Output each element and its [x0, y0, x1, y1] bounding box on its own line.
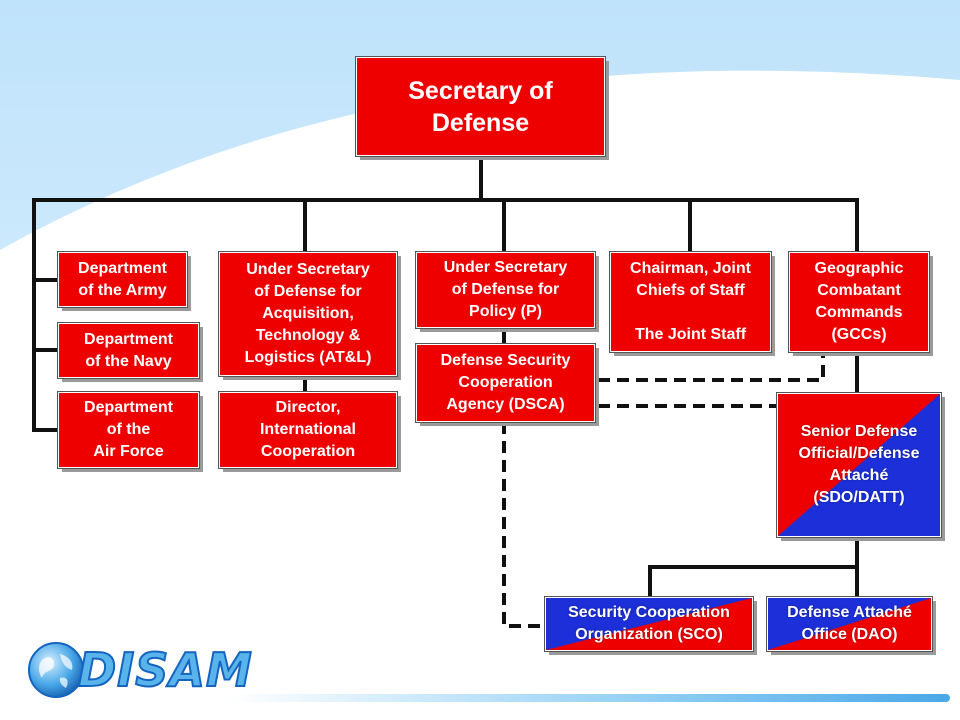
- secdef-line-2: Defense: [431, 108, 530, 137]
- cjcs-line-4: The Joint Staff: [634, 326, 747, 343]
- box-dao: Defense Attaché Office (DAO): [766, 596, 933, 652]
- sdo-line-3: Attaché: [829, 467, 889, 484]
- gcc-line-2: Combatant: [817, 282, 901, 299]
- footer-bar: [230, 694, 950, 702]
- sdo-line-2: Official/Defense: [798, 445, 920, 462]
- gcc-line-4: (GCCs): [831, 326, 887, 343]
- globe-icon: [28, 642, 84, 698]
- box-dsca: Defense Security Cooperation Agency (DSC…: [415, 343, 596, 423]
- sco-line-2: Organization (SCO): [575, 626, 723, 643]
- navy-line-2: of the Navy: [85, 352, 172, 370]
- airforce-line-3: Air Force: [93, 443, 164, 460]
- sco-line-1: Security Cooperation: [568, 604, 730, 621]
- policy-line-3: Policy (P): [469, 303, 542, 320]
- box-usd-atl: Under Secretary of Defense for Acquisiti…: [218, 251, 398, 377]
- gcc-line-1: Geographic: [814, 260, 904, 277]
- box-sdo-datt: Senior Defense Official/Defense Attaché …: [776, 392, 942, 538]
- atl-line-1: Under Secretary: [246, 261, 370, 278]
- dsca-line-2: Cooperation: [458, 374, 553, 391]
- box-gccs: Geographic Combatant Commands (GCCs): [788, 251, 930, 353]
- dic-line-3: Cooperation: [260, 443, 356, 460]
- box-cjcs: Chairman, Joint Chiefs of Staff The Join…: [609, 251, 772, 353]
- dic-line-1: Director,: [275, 399, 341, 416]
- airforce-line-2: of the: [106, 421, 151, 438]
- dsca-line-3: Agency (DSCA): [446, 396, 565, 413]
- secdef-line-1: Secretary of: [408, 76, 553, 105]
- policy-line-2: of Defense for: [451, 281, 560, 298]
- gcc-line-3: Commands: [815, 304, 903, 321]
- dao-line-2: Office (DAO): [801, 626, 898, 643]
- policy-line-1: Under Secretary: [443, 259, 568, 276]
- army-line-2: of the Army: [78, 281, 167, 299]
- box-secretary-of-defense: Secretary of Defense: [355, 56, 606, 157]
- dao-line-1: Defense Attaché: [787, 604, 912, 621]
- army-line-1: Department: [78, 259, 167, 277]
- box-department-air-force: Department of the Air Force: [57, 391, 200, 469]
- atl-line-4: Technology &: [255, 327, 361, 344]
- sdo-line-1: Senior Defense: [800, 423, 918, 440]
- box-usd-policy: Under Secretary of Defense for Policy (P…: [415, 251, 596, 329]
- disam-logo: DISAM: [26, 640, 253, 700]
- disam-logo-text: DISAM: [77, 642, 253, 698]
- sdo-line-4: (SDO/DATT): [813, 489, 905, 506]
- atl-line-2: of Defense for: [254, 283, 362, 300]
- dsca-line-1: Defense Security: [440, 352, 571, 369]
- airforce-line-1: Department: [84, 399, 173, 416]
- cjcs-line-2: Chiefs of Staff: [636, 282, 745, 299]
- box-sco: Security Cooperation Organization (SCO): [544, 596, 754, 652]
- atl-line-5: Logistics (AT&L): [244, 349, 372, 366]
- navy-line-1: Department: [84, 330, 173, 348]
- dic-line-2: International: [259, 421, 356, 438]
- cjcs-line-1: Chairman, Joint: [630, 260, 751, 277]
- atl-line-3: Acquisition,: [262, 305, 354, 322]
- box-department-navy: Department of the Navy: [57, 322, 200, 379]
- box-director-international-cooperation: Director, International Cooperation: [218, 391, 398, 469]
- box-department-army: Department of the Army: [57, 251, 188, 308]
